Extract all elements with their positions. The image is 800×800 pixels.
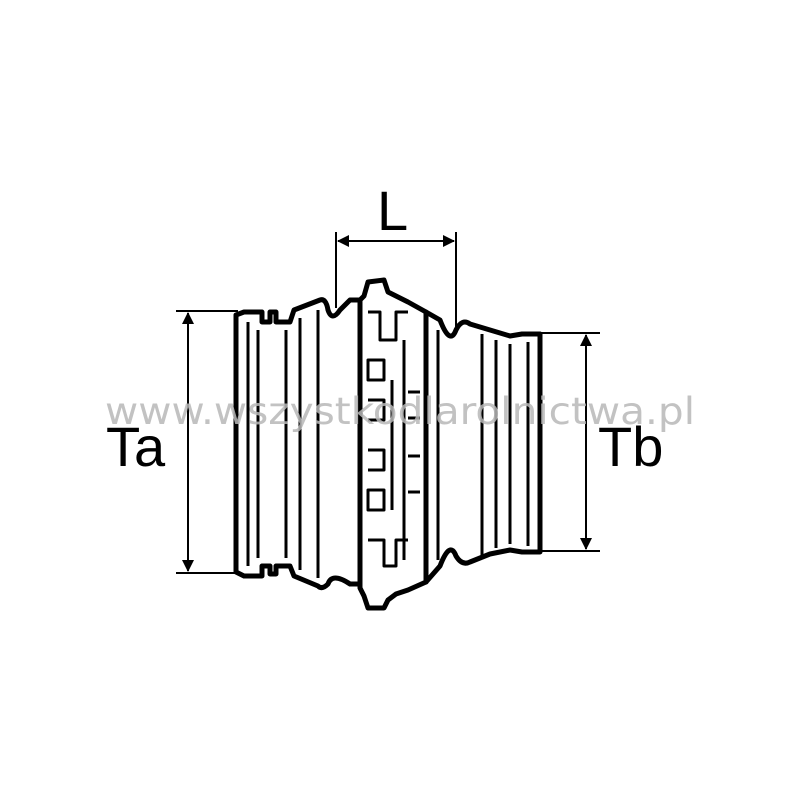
label-l: L bbox=[377, 179, 408, 242]
watermark-text: www.wszystkodlarolnictwa.pl bbox=[105, 390, 695, 433]
center-threads bbox=[366, 310, 420, 568]
right-shell-inner bbox=[436, 330, 530, 560]
dimension-l bbox=[335, 232, 457, 328]
label-ta: Ta bbox=[106, 415, 166, 478]
fitting-body bbox=[233, 277, 543, 611]
dimension-ta bbox=[176, 310, 238, 574]
dimension-tb bbox=[540, 332, 600, 552]
left-shell-inner bbox=[246, 310, 320, 578]
left-shell-outline bbox=[233, 297, 363, 591]
label-tb: Tb bbox=[598, 415, 663, 478]
